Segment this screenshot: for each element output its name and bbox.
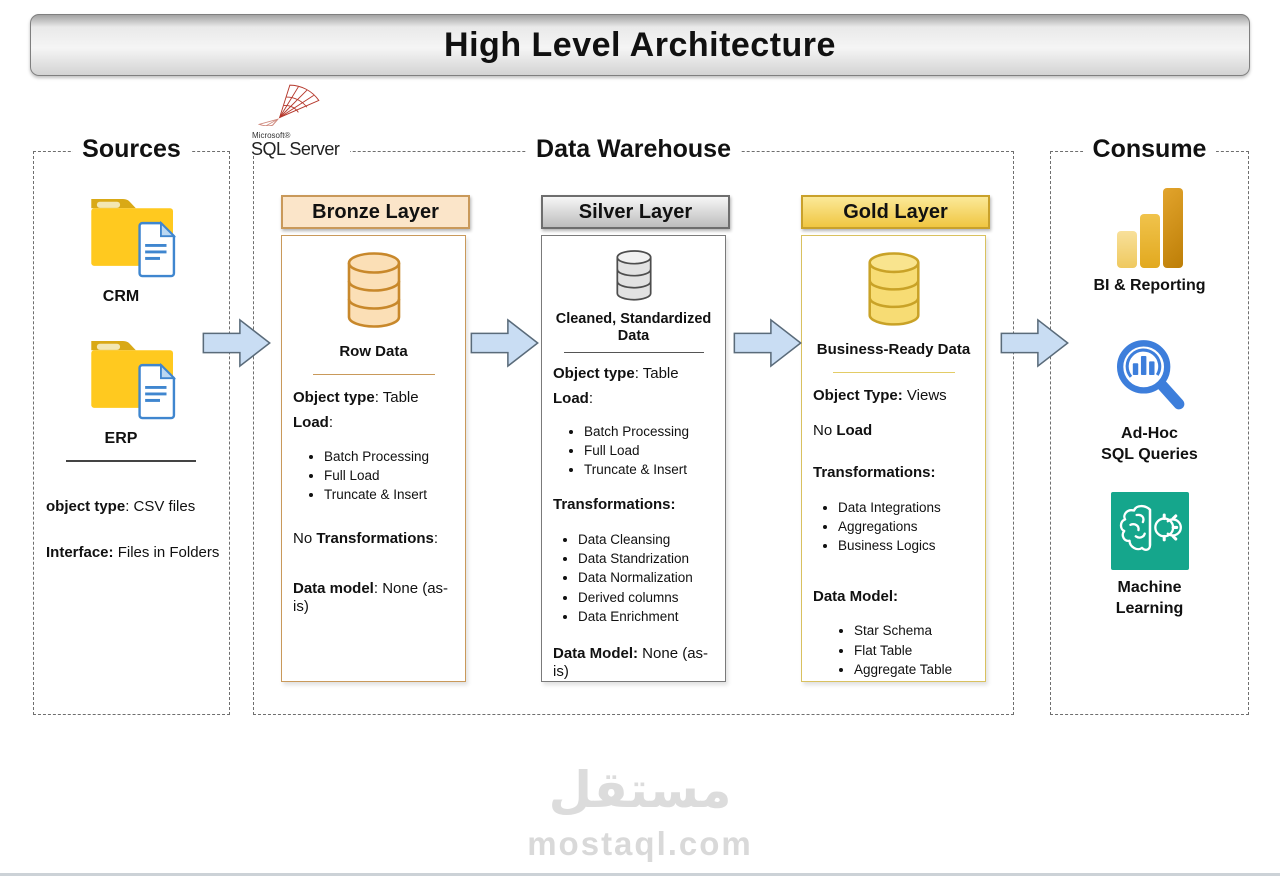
machine-learning-label: Machine Learning	[1115, 579, 1184, 617]
bullet-item: Aggregate Table	[854, 662, 985, 678]
separator	[312, 374, 435, 375]
flow-arrow-icon	[470, 318, 539, 368]
sql-server-name: SQL Server	[251, 138, 340, 159]
bronze-data-label: Row Data	[339, 343, 408, 360]
bronze-object-type: Object type: Table	[293, 389, 419, 406]
title-bar: High Level Architecture	[30, 14, 1250, 76]
sql-server-swoosh-icon	[257, 84, 320, 129]
bullet-item: Derived columns	[578, 590, 725, 606]
bullet-item: Batch Processing	[324, 449, 465, 465]
sql-server-brand: Microsoft®	[252, 131, 291, 141]
database-icon	[615, 250, 652, 301]
bullet-item: Data Integrations	[838, 500, 985, 516]
folder-file-icon	[91, 199, 177, 278]
sources-divider	[66, 460, 196, 462]
data-warehouse-title: Data Warehouse	[526, 134, 741, 164]
bronze-layer-title: Bronze Layer	[312, 201, 439, 223]
bi-reporting-label: BI & Reporting	[1093, 277, 1206, 294]
silver-layer-header: Silver Layer	[541, 195, 730, 229]
silver-transformations-list: Data CleansingData StandrizationData Nor…	[542, 529, 725, 628]
separator	[563, 351, 704, 353]
gold-transformations-list: Data IntegrationsAggregationsBusiness Lo…	[802, 497, 985, 558]
bullet-item: Data Standrization	[578, 551, 725, 567]
gold-layer-box: Business-Ready Data Object Type: Views N…	[801, 235, 986, 682]
consume-adhoc-sql: Ad-Hoc SQL Queries	[1051, 334, 1248, 466]
bar-chart-icon	[1116, 188, 1183, 268]
source-crm-label: CRM	[102, 288, 140, 306]
bronze-layer-header: Bronze Layer	[281, 195, 470, 229]
sql-server-logo: Microsoft® SQL Server	[250, 80, 350, 159]
flow-arrow-icon	[202, 318, 271, 368]
bullet-item: Full Load	[584, 443, 725, 459]
magnifier-chart-icon	[1116, 340, 1184, 410]
gold-object-type: Object Type: Views	[813, 386, 947, 404]
bullet-item: Batch Processing	[584, 424, 725, 440]
silver-data-label: Cleaned, Standardized Data	[555, 310, 712, 345]
flow-arrow-icon	[1000, 318, 1069, 368]
bullet-item: Data Enrichment	[578, 609, 725, 625]
source-erp-label: ERP	[104, 430, 138, 448]
source-erp: ERP	[74, 338, 194, 448]
gold-data-model-list: Star SchemaFlat TableAggregate Table	[802, 620, 985, 681]
separator	[832, 371, 955, 373]
bullet-item: Aggregations	[838, 519, 985, 535]
page-title: High Level Architecture	[444, 25, 836, 64]
bronze-data-model: Data model: None (as-is)	[293, 579, 449, 615]
bronze-load-list: Batch ProcessingFull LoadTruncate & Inse…	[282, 446, 465, 507]
gold-layer-header: Gold Layer	[801, 195, 990, 229]
bronze-transformations: No Transformations:	[293, 529, 439, 547]
bullet-item: Flat Table	[854, 643, 985, 659]
silver-layer-title: Silver Layer	[578, 201, 693, 223]
silver-load-list: Batch ProcessingFull LoadTruncate & Inse…	[542, 421, 725, 482]
bullet-item: Star Schema	[854, 623, 985, 639]
sources-object-type: object type: CSV files	[46, 498, 196, 515]
sources-title: Sources	[72, 134, 191, 164]
watermark-domain: mostaql.com	[527, 825, 753, 862]
database-icon	[867, 252, 920, 326]
flow-arrow-icon	[733, 318, 802, 368]
data-warehouse-section: Data Warehouse	[253, 134, 1014, 715]
gold-data-label: Business-Ready Data	[816, 340, 971, 358]
consume-title: Consume	[1082, 134, 1217, 164]
consume-machine-learning: Machine Learning	[1051, 492, 1248, 620]
source-crm: CRM	[74, 196, 194, 306]
silver-transformations: Transformations:	[553, 496, 676, 514]
database-icon	[347, 252, 400, 328]
bullet-item: Truncate & Insert	[324, 487, 465, 503]
bottom-border	[0, 873, 1280, 876]
gold-transformations: Transformations:	[813, 463, 936, 481]
gold-data-model: Data Model:	[813, 588, 899, 606]
consume-section: Consume BI & Reporting Ad-Hoc SQL Querie…	[1050, 134, 1249, 715]
silver-object-type: Object type: Table	[553, 364, 679, 382]
sources-section: Sources CRM	[33, 134, 230, 715]
silver-data-model: Data Model: None (as-is)	[553, 645, 709, 680]
silver-load: Load:	[553, 389, 594, 407]
silver-layer-box: Cleaned, Standardized Data Object type: …	[541, 235, 726, 682]
folder-file-icon	[91, 341, 177, 420]
bullet-item: Data Normalization	[578, 570, 725, 586]
gold-layer-title: Gold Layer	[843, 201, 948, 223]
gold-load: No Load	[813, 421, 873, 439]
bullet-item: Data Cleansing	[578, 532, 725, 548]
brain-gear-icon	[1110, 492, 1189, 570]
bullet-item: Full Load	[324, 468, 465, 484]
bullet-item: Business Logics	[838, 538, 985, 554]
watermark-arabic: مستقل	[548, 761, 732, 819]
bullet-item: Truncate & Insert	[584, 462, 725, 478]
adhoc-sql-label: Ad-Hoc SQL Queries	[1101, 425, 1198, 463]
bronze-load: Load:	[293, 414, 334, 431]
consume-bi-reporting: BI & Reporting	[1051, 188, 1248, 297]
sources-interface: Interface: Files in Folders	[46, 544, 220, 561]
bronze-layer-box: Row Data Object type: Table Load: Batch …	[281, 235, 466, 682]
